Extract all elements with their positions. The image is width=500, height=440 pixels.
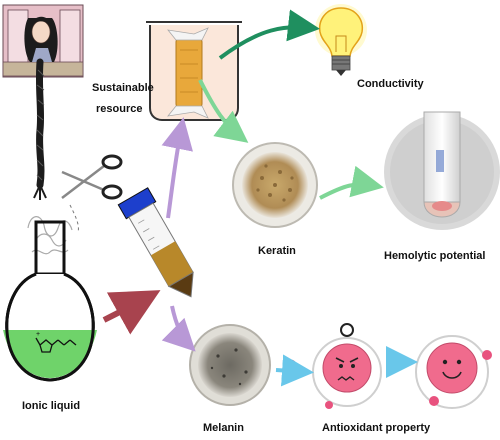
scissors-icon <box>61 154 123 200</box>
cut-line <box>69 204 79 233</box>
centrifuge-tube-icon <box>117 187 194 298</box>
label-antioxidant: Antioxidant property <box>322 422 431 434</box>
arrow-to-hemolytic <box>319 165 384 200</box>
arrows <box>102 9 418 387</box>
melanin-dish <box>189 324 271 406</box>
arrow-to-conductivity <box>218 9 320 60</box>
arrow-to-radical <box>275 354 314 387</box>
radical-happy-icon <box>415 335 492 409</box>
hair-illustration <box>2 4 84 200</box>
arrow-to-melanin <box>161 305 196 352</box>
arrow-to-beaker <box>161 117 193 219</box>
beaker-icon <box>146 21 242 121</box>
test-tube-icon <box>384 111 500 230</box>
round-flask-icon: + <box>3 216 97 382</box>
label-conductivity: Conductivity <box>357 78 424 90</box>
label-ionic-liquid: Ionic liquid <box>22 400 81 412</box>
label-melanin: Melanin <box>203 422 244 434</box>
lightbulb-icon <box>315 4 367 76</box>
label-sustainable: Sustainable <box>92 82 154 94</box>
label-hemolytic: Hemolytic potential <box>384 250 486 262</box>
radical-sad-icon <box>312 323 382 409</box>
svg-text:+: + <box>36 331 40 338</box>
label-keratin: Keratin <box>258 245 296 257</box>
keratin-dish <box>232 142 318 228</box>
arrow-to-tube <box>102 290 161 335</box>
label-resource: resource <box>96 103 143 115</box>
arrow-to-keratin <box>198 79 249 143</box>
